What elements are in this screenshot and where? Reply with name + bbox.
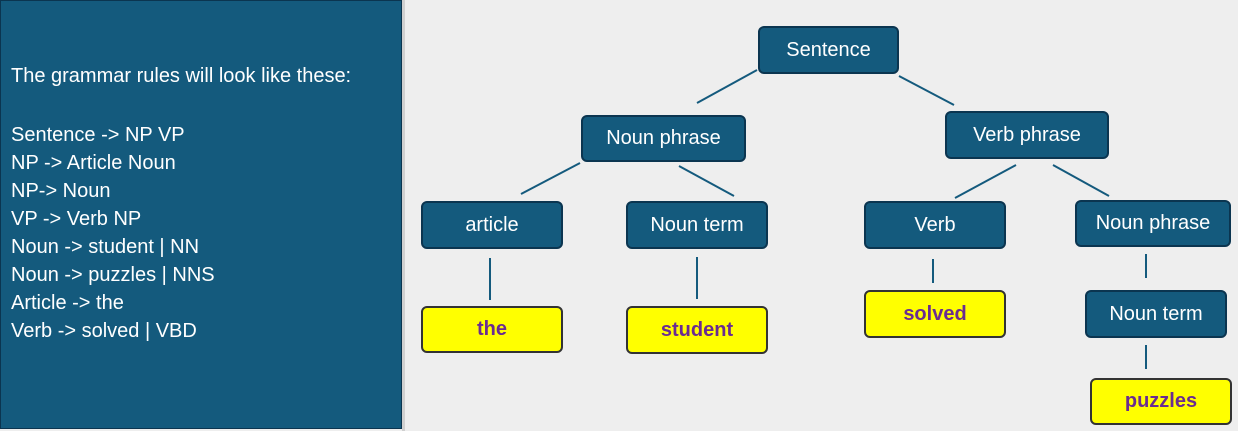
edge-np-article bbox=[520, 162, 581, 195]
edge-vp-verb bbox=[954, 164, 1017, 199]
node-noun-phrase-object: Noun phrase bbox=[1075, 200, 1231, 247]
node-noun-phrase: Noun phrase bbox=[581, 115, 746, 162]
edge-sentence-vp bbox=[898, 75, 955, 106]
node-noun-term: Noun term bbox=[626, 201, 768, 249]
rule-item: VP -> Verb NP bbox=[11, 208, 142, 230]
word-solved: solved bbox=[864, 290, 1006, 338]
panel-divider bbox=[402, 0, 405, 431]
edge-sentence-np bbox=[696, 69, 758, 104]
rule-item: Sentence -> NP VP bbox=[11, 124, 185, 146]
word-puzzles: puzzles bbox=[1090, 378, 1232, 425]
rule-item: NP-> Noun bbox=[11, 180, 111, 202]
node-noun-term-object: Noun term bbox=[1085, 290, 1227, 338]
rules-heading: The grammar rules will look like these: bbox=[11, 65, 352, 87]
word-the: the bbox=[421, 306, 563, 353]
edge-np-nounterm bbox=[678, 165, 735, 197]
word-student: student bbox=[626, 306, 768, 354]
rules-list: Sentence -> NP VP NP -> Article Noun NP-… bbox=[11, 121, 215, 345]
rule-item: Article -> the bbox=[11, 292, 124, 314]
rule-item: Noun -> student | NN bbox=[11, 236, 200, 258]
edge-vp-nounphrase bbox=[1052, 164, 1110, 197]
node-sentence: Sentence bbox=[758, 26, 899, 74]
rule-item: Verb -> solved | VBD bbox=[11, 320, 197, 342]
rule-item: NP -> Article Noun bbox=[11, 152, 176, 174]
node-verb: Verb bbox=[864, 201, 1006, 249]
node-verb-phrase: Verb phrase bbox=[945, 111, 1109, 159]
node-article: article bbox=[421, 201, 563, 249]
grammar-rules-panel: The grammar rules will look like these: … bbox=[0, 0, 402, 429]
rule-item: Noun -> puzzles | NNS bbox=[11, 264, 215, 286]
